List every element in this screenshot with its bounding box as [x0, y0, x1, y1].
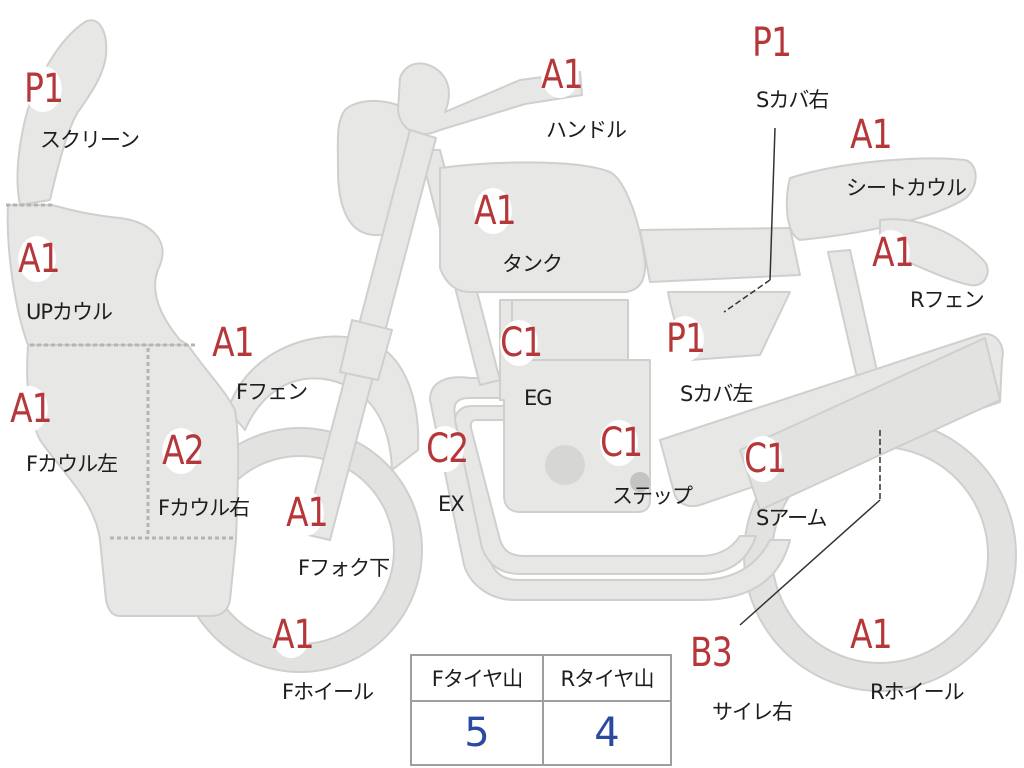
grade-badge-s-cover-right: P1	[752, 20, 792, 66]
grade-badge-f-fork-lower: A1	[286, 490, 329, 536]
part-label-screen: スクリーン	[40, 128, 140, 152]
grade-badge-up-cowl: A1	[18, 236, 61, 282]
grade-badge-step: C1	[600, 420, 643, 466]
part-label-s-cover-left: Sカバ左	[680, 382, 753, 406]
grade-badge-s-cover-left: P1	[666, 316, 706, 362]
part-label-r-wheel: Rホイール	[870, 680, 965, 704]
silencer-shape	[739, 337, 1001, 511]
part-label-seat-cowl: シートカウル	[846, 176, 967, 200]
grade-badge-f-cowl-right: A2	[162, 428, 205, 474]
grade-badge-engine: C1	[500, 320, 543, 366]
table-divider	[542, 656, 544, 764]
grade-badge-r-fender: A1	[872, 230, 915, 276]
part-label-f-cowl-left: Fカウル左	[26, 452, 118, 476]
part-label-handle: ハンドル	[546, 118, 627, 142]
rear-tire-tread-value: 4	[594, 710, 620, 756]
front-tire-tread-header: Fタイヤ山	[412, 656, 542, 702]
grade-badge-silencer-right: B3	[690, 630, 733, 676]
part-label-step: ステップ	[612, 484, 693, 508]
front-tire-tread-value: 5	[464, 710, 490, 756]
grade-badge-f-wheel: A1	[272, 612, 315, 658]
seat-cowl-shape	[785, 157, 977, 241]
front-cowl-shape	[26, 344, 240, 617]
grade-badge-exhaust: C2	[426, 426, 469, 472]
grade-badge-r-wheel: A1	[850, 612, 893, 658]
part-label-silencer-right: サイレ右	[712, 700, 793, 724]
part-label-f-cowl-right: Fカウル右	[158, 496, 250, 520]
part-label-exhaust: EX	[438, 492, 465, 516]
part-label-f-wheel: Fホイール	[282, 680, 374, 704]
part-label-r-fender: Rフェン	[910, 288, 985, 312]
part-label-s-cover-right: Sカバ右	[756, 88, 829, 112]
leader-s-cover-right	[769, 127, 776, 281]
grade-badge-handle: A1	[541, 52, 584, 98]
part-label-tank: タンク	[502, 252, 563, 276]
grade-badge-swing-arm: C1	[744, 436, 787, 482]
grade-badge-f-cowl-left: A1	[10, 386, 53, 432]
rear-tire-tread-header: Rタイヤ山	[544, 656, 670, 702]
grade-badge-screen: P1	[24, 66, 64, 112]
tire-tread-table: Fタイヤ山 Rタイヤ山 5 4	[410, 654, 672, 766]
part-label-f-fork-lower: Fフォク下	[298, 556, 390, 580]
part-label-f-fender: Fフェン	[236, 380, 308, 404]
part-label-swing-arm: Sアーム	[756, 506, 827, 530]
grade-badge-f-fender: A1	[212, 320, 255, 366]
part-label-engine: EG	[524, 386, 553, 410]
screen-shape	[16, 19, 108, 206]
exhaust-shape	[429, 376, 791, 601]
grade-badge-tank: A1	[474, 188, 517, 234]
part-label-up-cowl: UPカウル	[26, 300, 113, 324]
grade-badge-seat-cowl: A1	[850, 112, 893, 158]
